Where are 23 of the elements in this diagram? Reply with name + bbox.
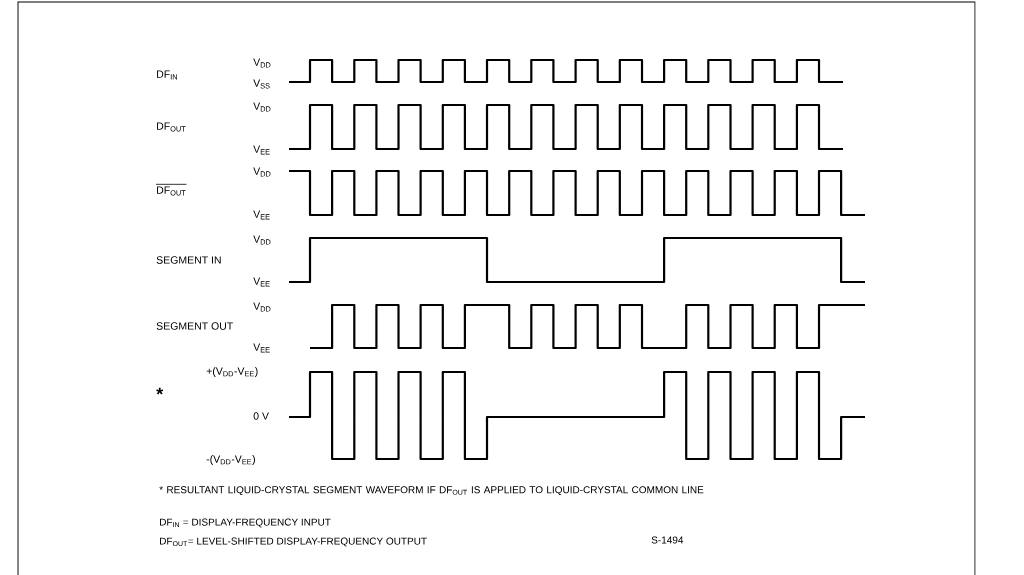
voltage-level-label: V$_{DD}$ [253, 302, 271, 312]
footnote: * RESULTANT LIQUID-CRYSTAL SEGMENT WAVEFORM IF DF$_{OUT}$ IS APPLIED TO LIQUID-CRYSTAL COMMON LINE [159, 486, 704, 496]
voltage-level-label: +(V$_{DD}$-V$_{EE}$) [206, 367, 258, 377]
signal-name: SEGMENT IN [156, 256, 221, 264]
voltage-level-label: V$_{EE}$ [253, 145, 270, 155]
voltage-level-label: V$_{DD}$ [253, 58, 271, 68]
voltage-level-label: V$_{SS}$ [253, 79, 270, 89]
voltage-level-label: -(V$_{DD}$-V$_{EE}$) [206, 455, 255, 465]
signal-name-overlined: DF$_{OUT}$ [155, 183, 187, 196]
asterisk-mark: * [156, 387, 164, 395]
drawing-number: S-1494 [651, 536, 684, 544]
voltage-level-label: V$_{DD}$ [253, 167, 271, 177]
voltage-level-label: V$_{DD}$ [253, 235, 271, 245]
voltage-level-label: V$_{DD}$ [253, 102, 271, 112]
footnote: DF$_{IN}$ = DISPLAY-FREQUENCY INPUT [160, 518, 331, 528]
voltage-level-label: V$_{EE}$ [253, 343, 270, 353]
signal-name: SEGMENT OUT [156, 322, 233, 330]
voltage-level-label: V$_{EE}$ [253, 277, 270, 287]
voltage-level-label: V$_{EE}$ [253, 210, 270, 220]
signal-name: DF$_{OUT}$ [157, 122, 186, 132]
signal-name: DF$_{IN}$ [157, 70, 177, 80]
voltage-level-label: 0 V [253, 412, 269, 420]
footnote: DF$_{OUT}$= LEVEL-SHIFTED DISPLAY-FREQUENCY OUTPUT [160, 537, 427, 547]
